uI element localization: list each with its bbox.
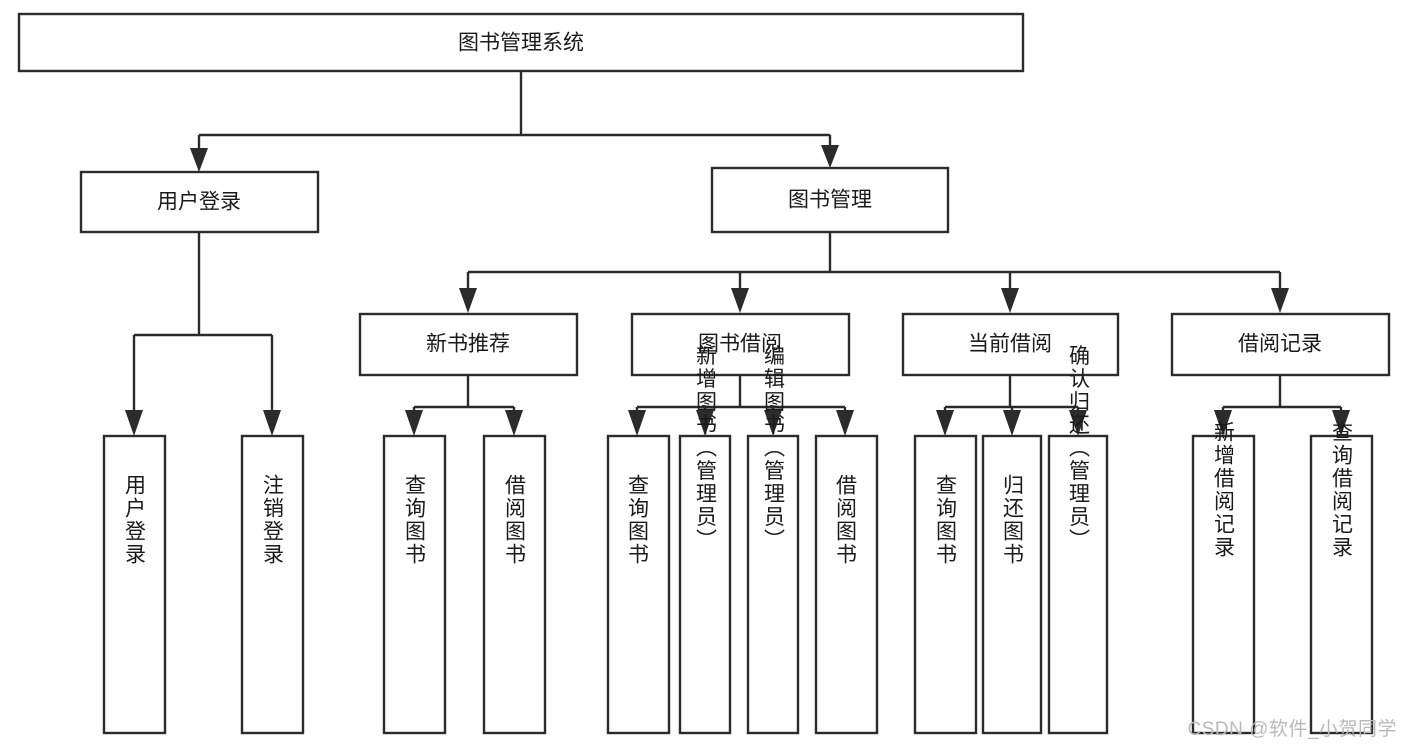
leaf-borrow-record-1-label: 新增借阅记录 [1212, 421, 1236, 559]
leaf-current-borrow-1-label: 查询图书 [934, 474, 958, 566]
arrow-new-book-leaf-1 [405, 410, 423, 436]
leaf-current-borrow-2-label: 归还图书 [1001, 474, 1025, 566]
node-book-management-label: 图书管理 [788, 189, 872, 212]
node-root-label: 图书管理系统 [458, 32, 584, 55]
node-book-borrow-box[interactable] [630, 312, 851, 377]
node-book-management[interactable]: 图书管理 [710, 166, 950, 234]
leaf-user-login-1[interactable]: 用户登录 [102, 434, 167, 735]
node-new-book-recommend-box[interactable] [358, 312, 579, 377]
arrow-user-login-leaf-1 [125, 410, 143, 436]
node-current-borrow-box[interactable] [901, 312, 1120, 377]
leaf-current-borrow-1-box[interactable] [913, 434, 978, 735]
node-borrow-record[interactable]: 借阅记录 [1170, 312, 1391, 377]
leaf-borrow-record-1-box[interactable] [1191, 434, 1256, 735]
node-current-borrow-label: 当前借阅 [968, 333, 1052, 356]
leaf-book-borrow-3-box[interactable] [746, 434, 800, 735]
leaf-book-borrow-1-box[interactable] [606, 434, 671, 735]
leaf-new-book-1-box[interactable] [382, 434, 447, 735]
leaf-book-borrow-2[interactable]: 新增图书（管理员） [678, 345, 732, 735]
connector-layer [125, 71, 1350, 436]
arrow-root-to-user-login [190, 148, 208, 172]
node-new-book-recommend-label: 新书推荐 [426, 333, 510, 356]
leaf-current-borrow-1[interactable]: 查询图书 [913, 434, 978, 735]
arrow-new-book-leaf-2 [505, 410, 523, 436]
leaf-current-borrow-2-box[interactable] [981, 434, 1043, 735]
node-new-book-recommend[interactable]: 新书推荐 [358, 312, 579, 377]
arrow-record-leaf-2 [1332, 410, 1350, 436]
leaf-new-book-2-label: 借阅图书 [503, 474, 527, 566]
arrow-current-leaf-3 [1069, 410, 1087, 436]
arrow-root-to-book-mgmt [821, 145, 839, 168]
node-borrow-record-box[interactable] [1170, 312, 1391, 377]
leaf-current-borrow-2[interactable]: 归还图书 [981, 434, 1043, 735]
node-user-login-box[interactable] [79, 170, 320, 234]
arrow-borrow-leaf-3 [764, 410, 782, 436]
leaf-borrow-record-2-label: 查询借阅记录 [1330, 421, 1354, 559]
leaf-new-book-1-label: 查询图书 [403, 474, 427, 566]
leaf-book-borrow-4-label: 借阅图书 [834, 474, 858, 566]
leaf-user-login-2-box[interactable] [240, 434, 305, 735]
arrow-borrow-leaf-4 [836, 410, 854, 436]
leaf-user-login-1-box[interactable] [102, 434, 167, 735]
leaf-new-book-2[interactable]: 借阅图书 [482, 434, 547, 735]
leaf-book-borrow-2-box[interactable] [678, 434, 732, 735]
leaf-current-borrow-3-label: 确认归还（管理员） [1067, 345, 1091, 552]
leaf-user-login-1-label: 用户登录 [123, 474, 147, 566]
node-borrow-record-label: 借阅记录 [1238, 333, 1322, 356]
leaf-book-borrow-1[interactable]: 查询图书 [606, 434, 671, 735]
arrow-record-leaf-1 [1214, 410, 1232, 436]
arrow-book-mgmt-to-current [1001, 288, 1019, 313]
leaf-borrow-record-2[interactable]: 查询借阅记录 [1309, 421, 1374, 735]
node-user-login[interactable]: 用户登录 [79, 170, 320, 234]
arrow-current-leaf-1 [936, 410, 954, 436]
arrow-borrow-leaf-1 [628, 410, 646, 436]
leaf-new-book-1[interactable]: 查询图书 [382, 434, 447, 735]
leaf-book-borrow-1-label: 查询图书 [626, 474, 650, 566]
node-book-management-box[interactable] [710, 166, 950, 234]
node-current-borrow[interactable]: 当前借阅 [901, 312, 1120, 377]
leaf-book-borrow-4-box[interactable] [814, 434, 879, 735]
leaf-book-borrow-4[interactable]: 借阅图书 [814, 434, 879, 735]
leaf-current-borrow-3-box[interactable] [1047, 434, 1109, 735]
leaf-current-borrow-3[interactable]: 确认归还（管理员） [1047, 345, 1109, 735]
leaf-book-borrow-2-label: 新增图书（管理员） [694, 345, 718, 552]
node-root-box[interactable] [17, 12, 1025, 73]
node-book-borrow[interactable]: 图书借阅 [630, 312, 851, 377]
leaf-borrow-record-1[interactable]: 新增借阅记录 [1191, 421, 1256, 735]
arrow-book-mgmt-to-borrow [731, 288, 749, 313]
leaf-user-login-2[interactable]: 注销登录 [240, 434, 305, 735]
leaf-new-book-2-box[interactable] [482, 434, 547, 735]
node-book-borrow-label: 图书借阅 [698, 333, 782, 356]
arrow-book-mgmt-to-new-book [459, 288, 477, 313]
arrow-user-login-leaf-2 [263, 410, 281, 436]
node-root[interactable]: 图书管理系统 [17, 12, 1025, 73]
arrow-current-leaf-2 [1003, 410, 1021, 436]
leaf-user-login-2-label: 注销登录 [261, 474, 285, 566]
leaf-book-borrow-3-label: 编辑图书（管理员） [762, 345, 786, 552]
arrow-book-mgmt-to-record [1271, 288, 1289, 313]
leaf-book-borrow-3[interactable]: 编辑图书（管理员） [746, 345, 800, 735]
leaf-borrow-record-2-box[interactable] [1309, 434, 1374, 735]
arrow-borrow-leaf-2 [696, 410, 714, 436]
node-user-login-label: 用户登录 [157, 191, 241, 214]
